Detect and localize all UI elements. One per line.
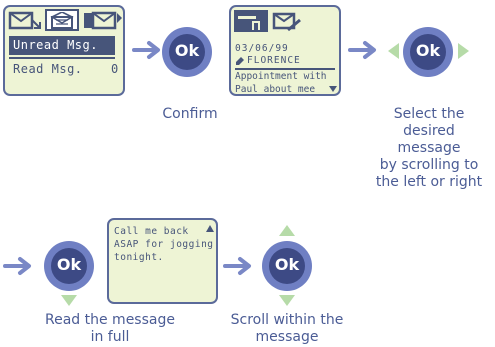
envelope-open-icon	[50, 12, 74, 29]
envelope-edit-icon	[272, 12, 301, 32]
envelope-arrow-right-icon	[84, 11, 122, 30]
right-arrow-icon	[223, 257, 251, 275]
ok-button[interactable]	[42, 239, 96, 293]
menu-item-read-label[interactable]: Read Msg.	[13, 62, 83, 76]
scroll-up-icon	[206, 225, 214, 232]
ok-button-label: Ok	[415, 41, 441, 60]
envelope-open-icon-highlight	[45, 9, 79, 31]
caption-read-full: Read the message in full	[45, 312, 175, 345]
right-triangle-icon	[458, 43, 469, 59]
message-text-screen: Call me back ASAP for jogging tonight.	[107, 218, 218, 304]
menu-item-unread-label: Unread Msg.	[13, 38, 98, 52]
scroll-down-icon	[329, 86, 337, 92]
caption-select: Select the desired message by scrolling …	[375, 106, 483, 190]
down-triangle-icon	[61, 295, 77, 306]
right-arrow-icon	[3, 257, 31, 275]
message-body-line1: Appointment with	[235, 71, 327, 82]
right-arrow-icon	[348, 41, 376, 59]
sender-divider	[235, 68, 335, 70]
ok-button-label: Ok	[274, 255, 300, 274]
menu-item-read-count: 0	[111, 62, 119, 76]
inbox-icon	[234, 10, 268, 32]
pen-icon	[236, 57, 244, 65]
ok-button-label: Ok	[56, 255, 82, 274]
envelope-arrow-icon	[8, 11, 41, 30]
menu-item-unread-underline	[9, 57, 115, 59]
ok-button-label: Ok	[174, 41, 200, 60]
ok-button[interactable]	[260, 239, 314, 293]
ok-button[interactable]	[401, 25, 455, 79]
caption-confirm: Confirm	[162, 106, 218, 122]
right-arrow-icon	[132, 41, 160, 59]
message-body-line2: Paul about mee	[235, 84, 316, 95]
message-text-line2: ASAP for jogging	[114, 239, 214, 250]
message-sender: FLORENCE	[247, 55, 301, 66]
menu-item-unread[interactable]	[9, 36, 115, 55]
message-text-line3: tonight.	[114, 252, 164, 263]
left-triangle-icon	[388, 43, 399, 59]
up-triangle-icon	[279, 225, 295, 236]
ok-button[interactable]	[160, 25, 214, 79]
caption-scroll-within: Scroll within the message	[230, 312, 344, 345]
message-details-screen: 03/06/99 FLORENCE Appointment with Paul …	[229, 5, 341, 96]
message-date: 03/06/99	[235, 43, 289, 54]
message-text-line1: Call me back	[114, 226, 189, 237]
down-triangle-icon	[279, 295, 295, 306]
message-menu-screen: Unread Msg. Read Msg. 0	[3, 5, 125, 96]
